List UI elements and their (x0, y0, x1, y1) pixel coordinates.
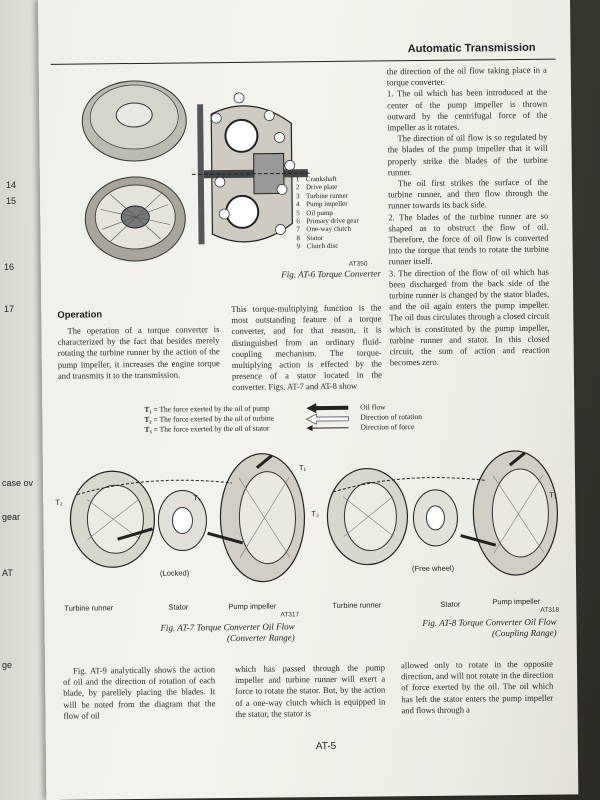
figure-caption: Fig. AT-8 Torque Converter Oil Flow (Cou… (370, 617, 556, 641)
force-label-t2: T₂ (311, 509, 319, 519)
caption-line: (Coupling Range) (491, 627, 557, 639)
force-label-t1: T₁ (549, 490, 557, 500)
figure-code: AT317 (280, 611, 300, 619)
stator-label: Stator (440, 599, 461, 609)
operation-text: The operation of a torque converter is c… (57, 324, 220, 382)
oil-flow-diagram-converter (69, 453, 306, 583)
section-heading: Operation (57, 309, 103, 321)
edge-label: AT (2, 568, 13, 578)
paragraph: which has passed through the pump impell… (234, 662, 386, 719)
stator-label: Stator (168, 602, 189, 612)
force-label-t2: T₂ (55, 497, 63, 507)
edge-label: case ov (2, 478, 34, 488)
torque-converter-section-diagram (191, 104, 312, 245)
bottom-column-2: which has passed through the pump impell… (235, 662, 386, 720)
figure-code: AT318 (540, 606, 560, 614)
paragraph: Fig. AT-9 analytically shows the action … (63, 664, 216, 721)
oil-flow-arrow-icon (306, 403, 349, 414)
state-label: (Free wheel) (411, 563, 455, 574)
figure-code: AT350 (348, 260, 368, 268)
caption-line: (Converter Range) (226, 632, 295, 644)
legend-row: Direction of rotation (360, 412, 423, 422)
legend-arrows (305, 403, 349, 432)
edge-label: 14 (6, 180, 17, 190)
callout-numbers (210, 92, 296, 235)
paragraph: The operation of a torque converter is c… (57, 324, 220, 381)
right-column-text: the direction of the oil flow taking pla… (387, 65, 550, 369)
bottom-column-3: allowed only to rotate in the opposite d… (401, 659, 554, 717)
edge-label: 17 (4, 304, 15, 314)
pump-label: Pump impeller (492, 596, 541, 607)
page-number: AT-5 (315, 740, 337, 753)
torque-converter-illustration (81, 80, 187, 262)
edge-label: 15 (6, 196, 17, 206)
state-label: (Locked) (159, 568, 190, 578)
figure-caption: Fig. AT-6 Torque Converter (281, 268, 381, 280)
manual-page: Automatic Transmission (38, 0, 579, 800)
legend-row: T₃ = The force exerted by the oil of sta… (144, 423, 270, 434)
legend-row: Oil flow (360, 402, 386, 412)
force-label-t1: T₁ (298, 463, 307, 473)
paragraph: the direction of the oil flow taking pla… (386, 64, 547, 88)
edge-label: ge (2, 660, 13, 670)
edge-label: gear (2, 512, 21, 522)
paragraph: 1. The oil which has been introduced at … (386, 87, 548, 133)
paragraph: allowed only to rotate in the opposite d… (400, 658, 554, 716)
paragraph: The oil first strikes the surface of the… (388, 176, 549, 211)
arrow-legend: Oil flow Direction of rotation Direction… (360, 402, 422, 433)
paragraph: The direction of oil flow is so regulate… (387, 131, 548, 178)
rotation-arrow-icon (305, 413, 349, 425)
paragraph: This torque-multiplying function is the … (231, 302, 382, 393)
turbine-label: Turbine runner (64, 603, 114, 613)
pump-label: Pump impeller (228, 601, 277, 612)
oil-flow-diagram-coupling (326, 450, 559, 576)
edge-label: 16 (4, 262, 15, 272)
figure-caption: Fig. AT-7 Torque Converter Oil Flow (Con… (115, 621, 295, 645)
middle-column-text: This torque-multiplying function is the … (231, 302, 382, 393)
turbine-label: Turbine runner (332, 600, 382, 610)
paragraph: 2. The blades of the turbine runner are … (388, 210, 549, 267)
bottom-column-1: Fig. AT-9 analytically shows the action … (63, 664, 216, 722)
legend-row: Direction of force (360, 422, 415, 432)
symbol-legend: T₁ = The force exerted by the oil of pum… (144, 404, 274, 435)
paragraph: 3. The direction of the flow of oil whic… (388, 266, 550, 368)
force-label-t3: T₃ (193, 493, 201, 503)
